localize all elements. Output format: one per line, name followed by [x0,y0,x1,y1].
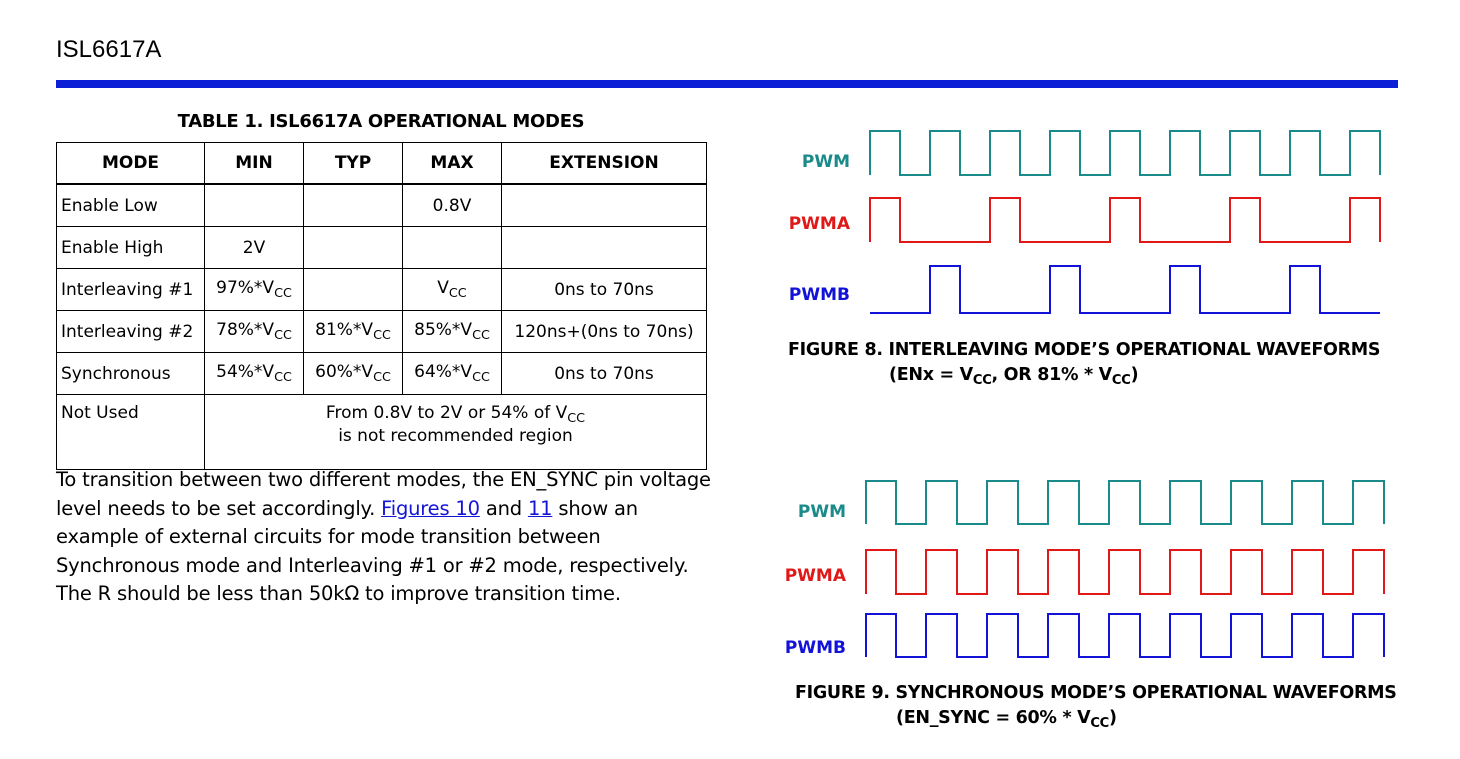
fig9-pwmb-trace [865,613,1385,658]
fig8-pwm-label: PWM [802,152,850,172]
fig9-caption-line1: FIGURE 9. SYNCHRONOUS MODE’S OPERATIONAL… [795,683,1397,703]
figure-11-link[interactable]: 11 [527,496,553,520]
table-row: Enable High 2V [56,226,707,269]
table-row: Interleaving #2 78%*VCC 81%*VCC 85%*VCC … [56,310,707,353]
figure-9-caption: FIGURE 9. SYNCHRONOUS MODE’S OPERATIONAL… [795,681,1397,736]
fig8-pwm-trace [869,130,1381,176]
note-line-1: From 0.8V to 2V or 54% of VCC [325,403,586,426]
operational-modes-table: MODE MIN TYP MAX EXTENSION Enable Low 0.… [56,142,707,470]
fig8-pwmb-label: PWMB [789,285,850,305]
document-title: ISL6617A [56,36,162,63]
body-paragraph: To transition between two different mode… [56,468,711,606]
cell-extension: 0ns to 70ns [501,352,707,395]
cell-min: 2V [204,226,304,269]
cell-typ: 81%*VCC [303,310,403,353]
fig9-caption-line2: (EN_SYNC = 60% * VCC) [896,708,1117,731]
fig9-pwm-trace [865,480,1385,525]
fig9-pwma-trace [865,549,1385,595]
fig8-caption-line1: FIGURE 8. INTERLEAVING MODE’S OPERATIONA… [788,340,1381,360]
cell-extension [501,183,707,227]
fig9-pwm-label: PWM [798,502,846,522]
cell-mode: Interleaving #2 [56,310,205,353]
table-header-row: MODE MIN TYP MAX EXTENSION [56,142,707,185]
table-row: Synchronous 54%*VCC 60%*VCC 64%*VCC 0ns … [56,352,707,395]
fig9-pwma-label: PWMA [785,566,847,586]
figure-10-link[interactable]: Figures 10 [381,496,480,520]
cell-not-used-note: From 0.8V to 2V or 54% of VCC is not rec… [204,394,707,470]
cell-typ: 60%*VCC [303,352,403,395]
note-line-2: is not recommended region [338,425,573,446]
fig8-pwma-label: PWMA [789,214,851,234]
cell-extension: 120ns+(0ns to 70ns) [501,310,707,353]
cell-mode: Interleaving #1 [56,268,205,311]
table-caption: TABLE 1. ISL6617A OPERATIONAL MODES [177,111,585,132]
col-header-extension: EXTENSION [501,142,707,185]
table-row: Not Used From 0.8V to 2V or 54% of VCC i… [56,394,707,470]
cell-min: 54%*VCC [204,352,304,395]
header-rule [56,80,1398,88]
col-header-max: MAX [402,142,502,185]
fig8-pwmb-trace [870,265,1380,314]
table-row: Interleaving #1 97%*VCC VCC 0ns to 70ns [56,268,707,311]
fig9-pwmb-label: PWMB [785,638,846,658]
col-header-min: MIN [204,142,304,185]
cell-typ [303,268,403,311]
cell-mode: Enable Low [56,183,205,227]
cell-mode: Enable High [56,226,205,269]
cell-min [204,183,304,227]
cell-extension [501,226,707,269]
fig8-caption-line2: (ENx = VCC, OR 81% * VCC) [889,365,1139,388]
col-header-mode: MODE [56,142,205,185]
cell-mode: Not Used [56,394,205,470]
figure-8-caption: FIGURE 8. INTERLEAVING MODE’S OPERATIONA… [788,338,1381,393]
cell-max: VCC [402,268,502,311]
fig8-pwma-trace [869,197,1381,243]
table-row: Enable Low 0.8V [56,183,707,227]
cell-extension: 0ns to 70ns [501,268,707,311]
